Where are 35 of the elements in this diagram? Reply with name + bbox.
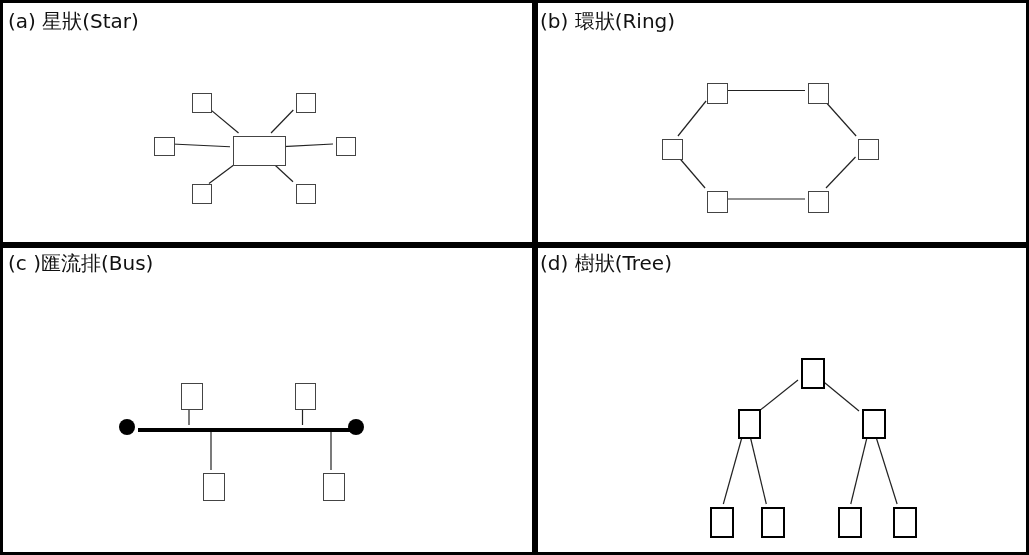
device-box <box>192 184 212 204</box>
device-box <box>662 139 683 160</box>
device-box <box>154 137 175 156</box>
device-box <box>181 383 203 410</box>
device-box <box>295 383 316 410</box>
panel-heading: (d) 樹狀(Tree) <box>540 251 672 275</box>
device-box <box>838 507 862 538</box>
device-box <box>323 473 345 501</box>
device-box <box>233 136 286 166</box>
device-box <box>296 184 316 204</box>
device-box <box>893 507 917 538</box>
panel-heading: (b) 環狀(Ring) <box>540 9 676 33</box>
device-box <box>296 93 316 113</box>
device-box <box>808 83 829 104</box>
panel <box>532 242 1029 555</box>
device-box <box>707 191 728 213</box>
panel <box>0 242 538 555</box>
connector-line <box>270 109 294 134</box>
device-box <box>808 191 829 213</box>
device-box <box>336 137 356 156</box>
device-box <box>862 409 886 439</box>
panel-heading: (a) 星狀(Star) <box>8 9 139 33</box>
device-box <box>192 93 212 113</box>
device-box <box>801 358 825 389</box>
device-box <box>710 507 734 538</box>
device-box <box>858 139 879 160</box>
panel-heading: (c )匯流排(Bus) <box>8 251 154 275</box>
panel <box>0 0 538 248</box>
device-box <box>203 473 225 501</box>
device-box <box>707 83 728 104</box>
connector-line <box>677 100 707 137</box>
panel <box>532 0 1029 248</box>
device-box <box>761 507 785 538</box>
connector-line <box>825 156 857 189</box>
device-box <box>738 409 761 439</box>
